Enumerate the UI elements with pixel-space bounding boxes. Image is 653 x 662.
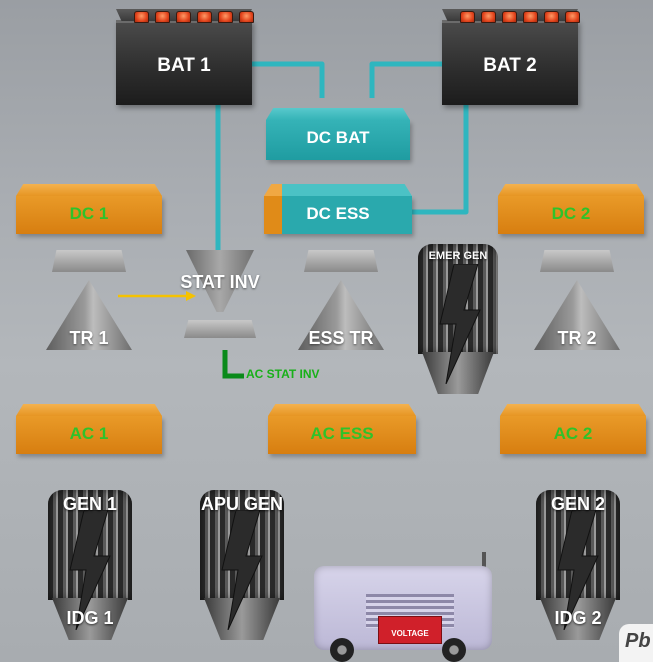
tr-2-slab [540, 250, 614, 272]
wire-bat2-dc-bat [369, 61, 446, 98]
battery-1-terminals [134, 11, 254, 23]
gen-2-label: GEN 2 [550, 494, 606, 514]
battery-1[interactable]: BAT 1 [116, 9, 254, 105]
ac-1-label: AC 1 [69, 424, 109, 443]
lightning-bolt-icon [221, 510, 263, 630]
battery-cell [460, 11, 475, 23]
cart-mast [482, 552, 486, 572]
stat-inv[interactable]: STAT INV [180, 250, 260, 350]
corner-logo: Pb [619, 624, 653, 662]
ground-power-cart[interactable]: VOLTAGE [306, 552, 496, 662]
idg-2-label: IDG 2 [554, 608, 602, 628]
battery-cell [218, 11, 233, 23]
cart-wheel-icon [442, 638, 466, 662]
ess-tr-label: ESS TR [308, 328, 374, 348]
apu-gen-label: APU GEN [200, 494, 283, 514]
cart-wheel-icon [330, 638, 354, 662]
battery-cell [197, 11, 212, 23]
idg-1-label: IDG 1 [66, 608, 114, 628]
gen-1[interactable]: GEN 1 IDG 1 [48, 490, 132, 640]
tr-1[interactable]: TR 1 [46, 250, 132, 350]
arrow-tr1-to-stat-inv [118, 291, 196, 301]
lightning-bolt-icon [69, 510, 111, 630]
dc-1-bus-top [16, 184, 162, 196]
tr-2-label: TR 2 [557, 328, 597, 348]
cart-voltage-plate: VOLTAGE [378, 616, 442, 644]
ac-2-label: AC 2 [553, 424, 593, 443]
battery-cell [134, 11, 149, 23]
battery-2-terminals [460, 11, 580, 23]
ac-2-bus[interactable]: AC 2 [500, 404, 646, 454]
wire-ac-stat-inv [222, 350, 244, 379]
ac-ess-bus-top [268, 404, 416, 416]
wire-bat1-dc-bat [252, 61, 325, 98]
dc-1-bus[interactable]: DC 1 [16, 184, 162, 234]
tr-2[interactable]: TR 2 [534, 250, 620, 350]
ac-stat-inv-label: AC STAT INV [246, 367, 320, 381]
dc-bat-label: DC BAT [306, 128, 370, 147]
dc-bat-bus-top [266, 108, 410, 120]
ac-ess-label: AC ESS [310, 424, 374, 443]
dc-2-bus-top [498, 184, 644, 196]
battery-cell [481, 11, 496, 23]
dc-2-label: DC 2 [551, 204, 591, 223]
ess-tr[interactable]: ESS TR [298, 250, 384, 350]
cart-body: VOLTAGE [314, 566, 492, 650]
apu-gen[interactable]: APU GEN [200, 490, 284, 640]
emer-gen-label: EMER GEN [428, 250, 488, 262]
battery-cell [502, 11, 517, 23]
battery-cell [176, 11, 191, 23]
tr-1-label: TR 1 [69, 328, 109, 348]
lightning-bolt-icon [557, 510, 599, 630]
wire-bat2-dc-ess [410, 88, 469, 215]
battery-1-label: BAT 1 [157, 55, 211, 76]
dc-ess-label: DC ESS [306, 204, 370, 223]
battery-cell [239, 11, 254, 23]
dc-ess-bus-top [264, 184, 412, 196]
battery-2-label: BAT 2 [483, 55, 537, 76]
gen-1-label: GEN 1 [62, 494, 118, 514]
battery-2[interactable]: BAT 2 [442, 9, 580, 105]
tr-1-slab [52, 250, 126, 272]
stat-inv-base [184, 320, 256, 338]
ac-1-bus-top [16, 404, 162, 416]
battery-cell [523, 11, 538, 23]
ess-tr-slab [304, 250, 378, 272]
dc-2-bus[interactable]: DC 2 [498, 184, 644, 234]
dc-1-label: DC 1 [69, 204, 109, 223]
battery-cell [544, 11, 559, 23]
stat-inv-label: STAT INV [180, 272, 260, 292]
battery-cell [565, 11, 580, 23]
ac-1-bus[interactable]: AC 1 [16, 404, 162, 454]
emer-gen[interactable]: EMER GEN [418, 244, 498, 394]
dc-bat-bus[interactable]: DC BAT [266, 108, 410, 160]
battery-cell [155, 11, 170, 23]
dc-ess-bus[interactable]: DC ESS [264, 184, 412, 234]
ac-2-bus-top [500, 404, 646, 416]
gen-2[interactable]: GEN 2 IDG 2 [536, 490, 620, 640]
ac-ess-bus[interactable]: AC ESS [268, 404, 416, 454]
lightning-bolt-icon [439, 264, 481, 384]
